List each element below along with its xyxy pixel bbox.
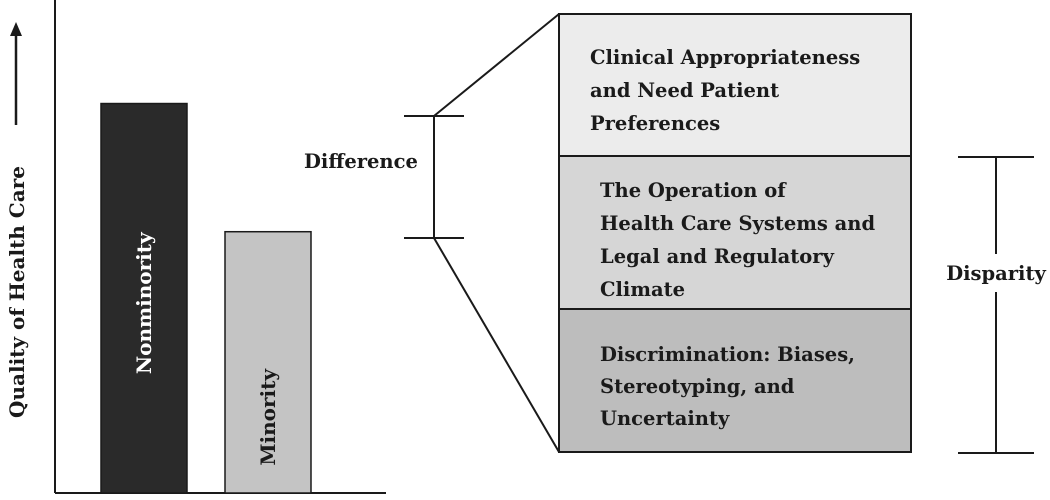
difference-bracket xyxy=(404,115,464,239)
expansion-line-top xyxy=(433,13,560,117)
bar-label-nonminority: Nonminority xyxy=(132,231,156,374)
bar-minority xyxy=(224,230,312,494)
box-discrimination xyxy=(558,308,912,453)
box-text-clinical-appropriateness: Clinical Appropriateness and Need Patien… xyxy=(590,46,867,135)
bar-label-minority: Minority xyxy=(256,368,280,466)
box-clinical-appropriateness xyxy=(558,13,912,157)
box-text-discrimination: Discrimination: Biases, Stereotyping, an… xyxy=(600,343,862,430)
box-text-health-care-systems: The Operation of Health Care Systems and… xyxy=(600,179,882,301)
bar-nonminority xyxy=(100,102,188,494)
difference-label: Difference xyxy=(304,150,418,173)
disparity-bracket xyxy=(958,156,1034,454)
y-axis-label: Quality of Health Care xyxy=(5,166,29,418)
up-arrow-icon xyxy=(10,22,22,36)
box-health-care-systems xyxy=(558,155,912,310)
expansion-line-bottom xyxy=(433,237,560,453)
disparity-label: Disparity xyxy=(946,262,1046,285)
